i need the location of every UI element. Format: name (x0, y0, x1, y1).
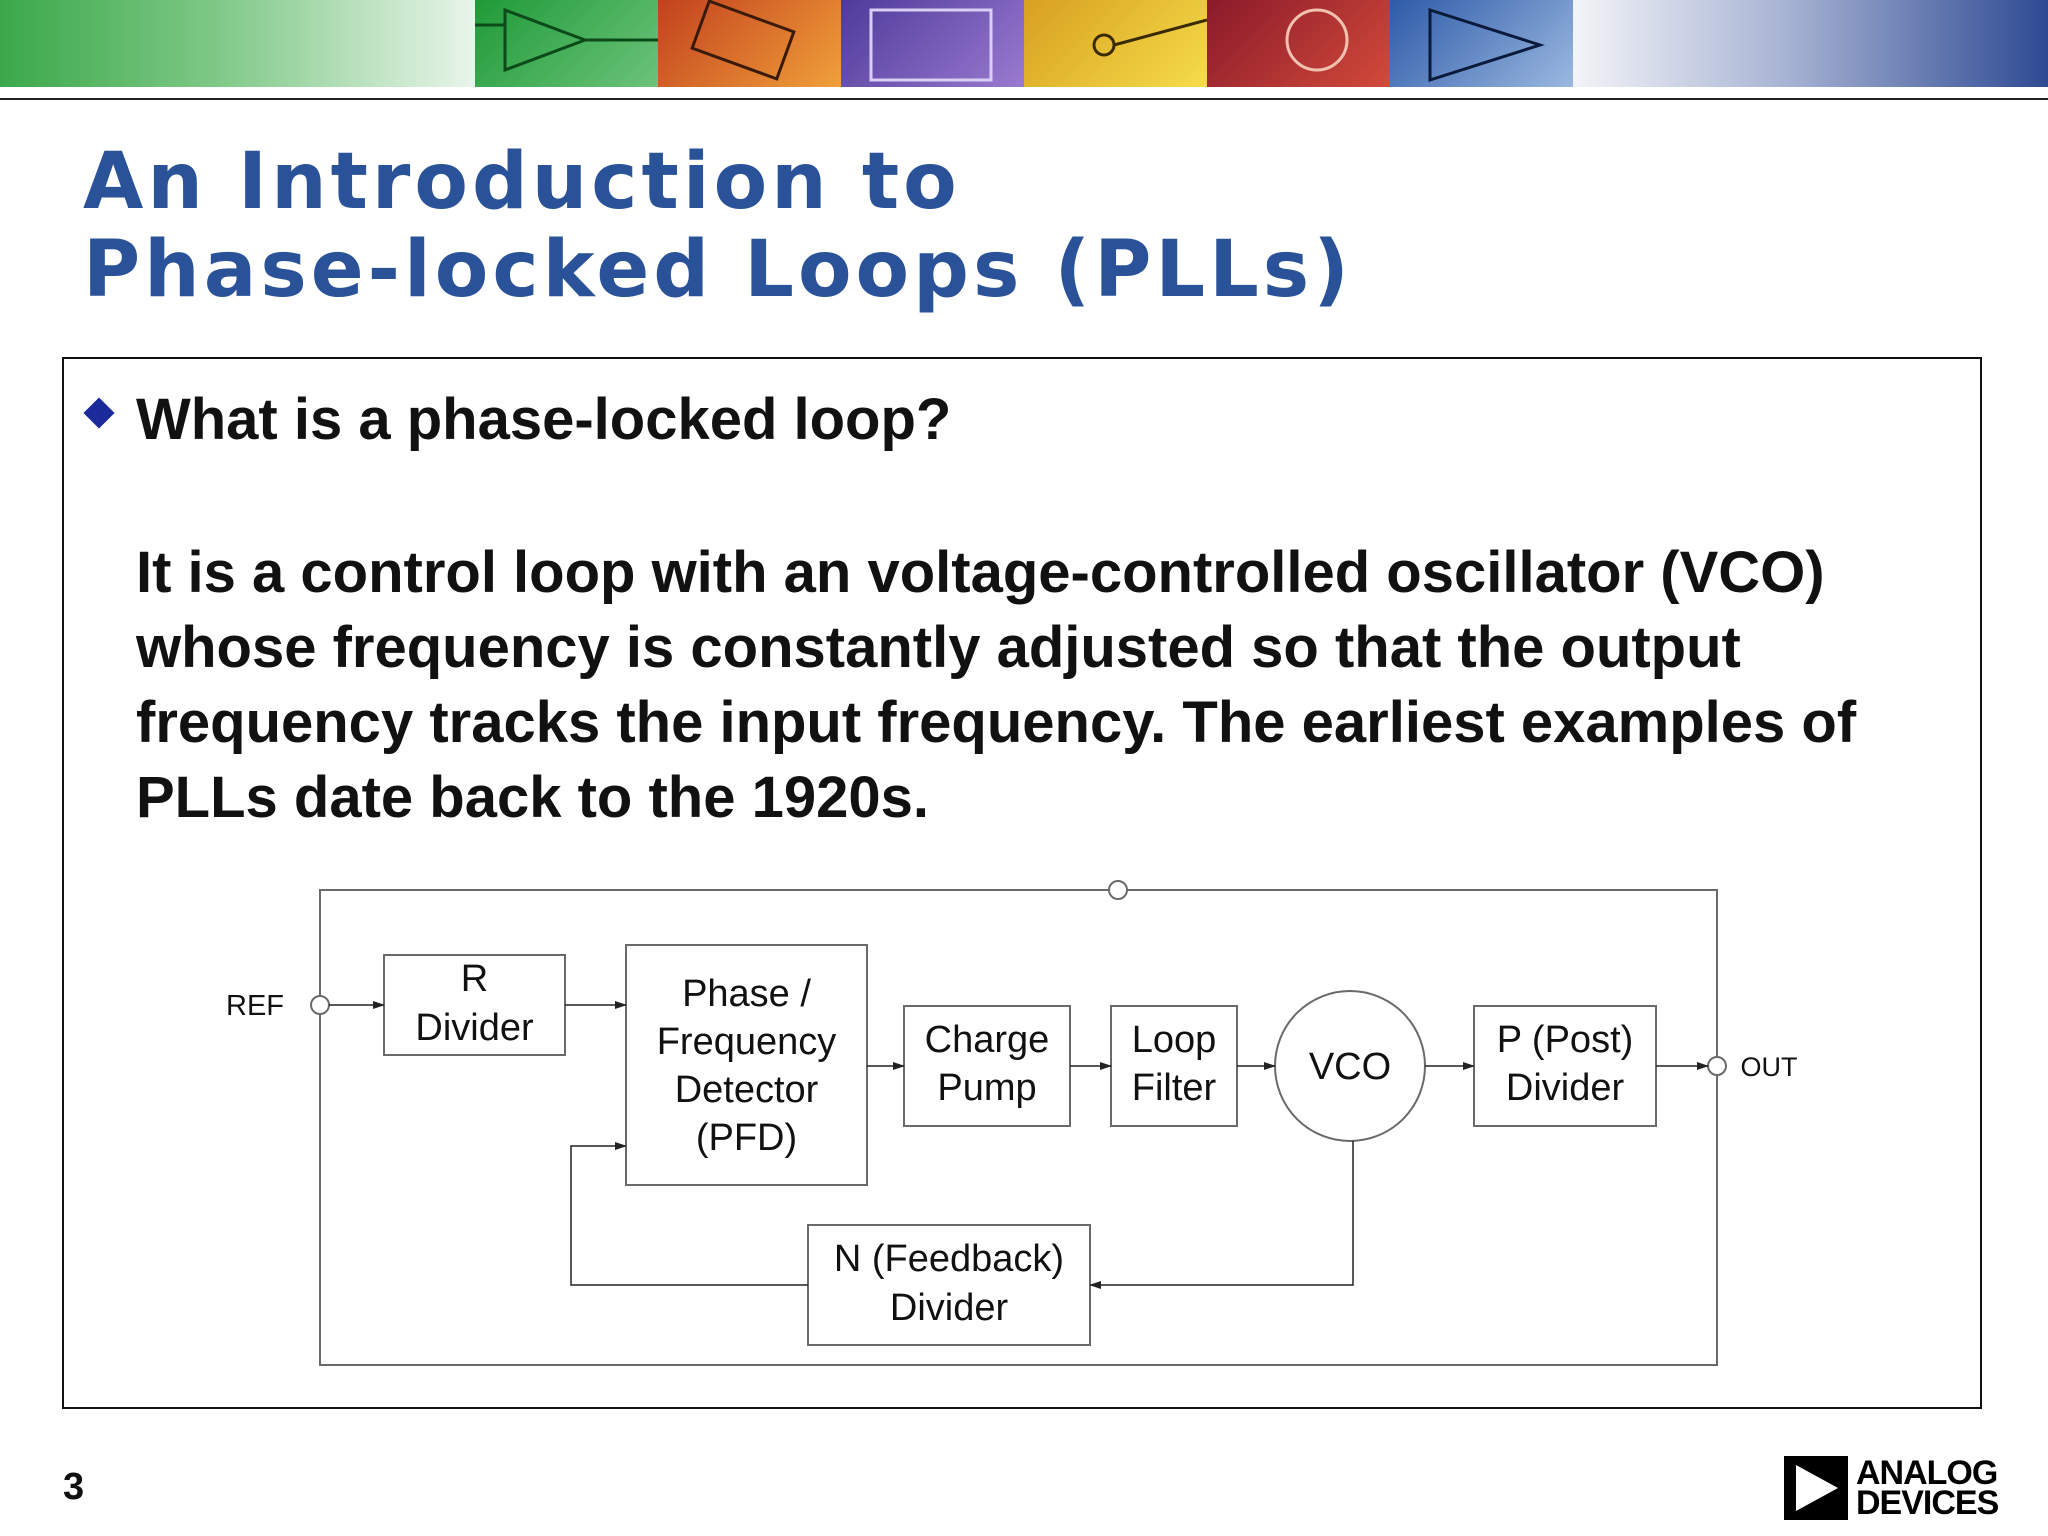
analog-devices-logo-icon (1784, 1456, 1848, 1520)
banner-tiles (475, 0, 1573, 87)
r-divider-line-2: Divider (415, 1007, 534, 1049)
vco-to-n-feedback-arrow (1089, 1141, 1354, 1289)
pfd-line-3: Detector (675, 1069, 819, 1111)
ref-label: REF (226, 990, 284, 1022)
loop-filter-line-2: Filter (1132, 1067, 1217, 1109)
slide-title: An Introduction to Phase-locked Loops (P… (83, 138, 1353, 314)
r-divider-block (383, 954, 566, 1056)
n-divider-line-1: N (Feedback) (834, 1238, 1064, 1280)
vco-label: VCO (1309, 1046, 1391, 1088)
loop-filter-block (1110, 1005, 1238, 1127)
charge-pump-line-1: Charge (925, 1019, 1050, 1061)
bullet-question: What is a phase-locked loop? (136, 387, 952, 452)
charge-pump-block (903, 1005, 1071, 1127)
banner-tile-dsp (841, 0, 1024, 87)
pfd-block (625, 944, 868, 1186)
banner-gradient-left (0, 0, 475, 87)
logo-line-2: DEVICES (1856, 1484, 1999, 1522)
banner-tile-amplifier (475, 0, 658, 87)
pfd-line-4: (PFD) (696, 1117, 797, 1159)
banner-gradient-right (1573, 0, 2048, 87)
charge-pump-line-2: Pump (937, 1067, 1036, 1109)
banner-tile-power (658, 0, 841, 87)
p-divider-block (1473, 1005, 1657, 1127)
title-line-1: An Introduction to (83, 137, 961, 227)
top-terminal-icon (1108, 880, 1128, 900)
banner-tile-interface (1390, 0, 1573, 87)
diagram-outer-border (319, 889, 1718, 1366)
title-line-2: Phase-locked Loops (PLLs) (83, 225, 1353, 315)
n-divider-block (807, 1224, 1091, 1346)
n-to-pfd-feedback-arrow (570, 1142, 808, 1286)
p-divider-line-1: P (Post) (1497, 1019, 1634, 1061)
ref-terminal-icon (310, 995, 330, 1015)
logo-wordmark: ANALOG DEVICES (1856, 1454, 1999, 1522)
slide-number: 3 (63, 1466, 85, 1508)
out-label: OUT (1741, 1052, 1798, 1082)
banner-tile-mems (1207, 0, 1390, 87)
analog-devices-logo: ANALOG DEVICES (1784, 1454, 1999, 1522)
pll-block-diagram: REF OUT R Divider Phase / Frequency Dete… (226, 880, 1798, 1366)
pfd-line-2: Frequency (657, 1021, 837, 1063)
out-terminal-icon (1707, 1056, 1727, 1076)
header-banner (0, 0, 2048, 87)
loop-filter-line-1: Loop (1132, 1019, 1217, 1061)
banner-tile-rf (1024, 0, 1207, 87)
pll-description: It is a control loop with an voltage-con… (136, 540, 1857, 830)
content-frame (62, 357, 1982, 1409)
n-divider-line-2: Divider (890, 1287, 1009, 1329)
r-divider-line-1: R (461, 958, 488, 1000)
logo-line-1: ANALOG (1856, 1454, 1998, 1492)
pfd-line-1: Phase / (682, 973, 811, 1015)
header-divider (0, 98, 2048, 100)
p-divider-line-2: Divider (1506, 1067, 1625, 1109)
